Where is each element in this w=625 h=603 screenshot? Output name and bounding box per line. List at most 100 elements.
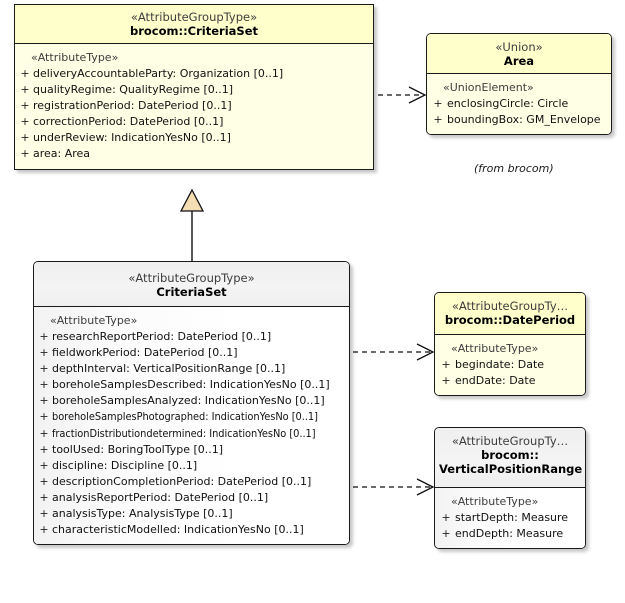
attribute-row: +depthInterval: VerticalPositionRange [0… bbox=[36, 361, 347, 377]
attribute-signature: fractionDistributiondetermined: Indicati… bbox=[52, 426, 316, 440]
compartment-stereotype: «AttributeType» bbox=[31, 51, 119, 64]
attribute-signature: characteristicModelled: IndicationYesNo … bbox=[52, 523, 304, 537]
class-name: brocom::DatePeriod bbox=[444, 313, 576, 328]
attribute-signature: analysisReportPeriod: DatePeriod [0..1] bbox=[52, 490, 269, 504]
attribute-signature: fieldworkPeriod: DatePeriod [0..1] bbox=[52, 346, 238, 360]
class-box-criteriaset[interactable]: «AttributeGroupType» CriteriaSet «Attrib… bbox=[33, 261, 350, 546]
attribute-row: + endDepth: Measure bbox=[437, 526, 583, 542]
attribute-signature: endDepth: Measure bbox=[455, 527, 564, 541]
attribute-visibility: + bbox=[39, 458, 49, 472]
attribute-row: +analysisType: AnalysisType [0..1] bbox=[36, 506, 347, 522]
attribute-visibility: + bbox=[39, 378, 49, 392]
attribute-visibility: + bbox=[39, 442, 49, 456]
attribute-visibility: + bbox=[39, 523, 49, 537]
generalization-criteriaset-to-brocom-criteriaset bbox=[179, 188, 205, 261]
attribute-signature: depthInterval: VerticalPositionRange [0.… bbox=[52, 362, 286, 376]
attribute-compartment: «AttributeType» +researchReportPeriod: D… bbox=[34, 307, 349, 545]
attribute-visibility: + bbox=[441, 374, 451, 388]
attribute-visibility: + bbox=[39, 507, 49, 521]
attribute-row: + startDepth: Measure bbox=[437, 510, 583, 526]
attribute-row: +qualityRegime: QualityRegime [0..1] bbox=[17, 82, 371, 98]
attribute-signature: descriptionCompletionPeriod: DatePeriod … bbox=[52, 474, 312, 488]
attribute-row: +fractionDistributiondetermined: Indicat… bbox=[36, 426, 347, 442]
class-name-line2: VerticalPositionRange bbox=[439, 462, 583, 477]
attribute-compartment: «AttributeType» + startDepth: Measure + end… bbox=[435, 488, 585, 549]
attribute-compartment: «AttributeType» +begindate: Date+endDate… bbox=[435, 335, 585, 396]
attribute-signature: boreholeSamplesAnalyzed: IndicationYesNo… bbox=[52, 394, 325, 408]
attribute-signature: startDepth: Measure bbox=[455, 511, 569, 524]
attribute-row: +fieldworkPeriod: DatePeriod [0..1] bbox=[36, 345, 347, 361]
attribute-row: +analysisReportPeriod: DatePeriod [0..1] bbox=[36, 490, 347, 506]
attribute-row: +toolUsed: BoringToolType [0..1] bbox=[36, 442, 347, 458]
class-stereotype: «AttributeGroupType» bbox=[128, 271, 255, 285]
attribute-signature: discipline: Discipline [0..1] bbox=[52, 458, 198, 472]
attribute-visibility: + bbox=[433, 113, 443, 127]
attribute-list: +deliveryAccountableParty: Organization … bbox=[17, 66, 371, 163]
class-header: «AttributeGroupTy… brocom::DatePeriod bbox=[435, 293, 585, 335]
class-header: «AttributeGroupType» brocom::CriteriaSet bbox=[15, 5, 373, 44]
attribute-row: +boreholeSamplesAnalyzed: IndicationYesN… bbox=[36, 393, 347, 409]
attribute-row: +registrationPeriod: DatePeriod [0..1] bbox=[17, 98, 371, 114]
attribute-signature: underReview: IndicationYesNo [0..1] bbox=[33, 131, 231, 145]
attribute-visibility: + bbox=[20, 83, 30, 97]
attribute-signature: qualityRegime: QualityRegime [0..1] bbox=[33, 83, 234, 97]
attribute-visibility: + bbox=[441, 358, 451, 371]
attribute-row: + boundingBox: GM_Envelope bbox=[429, 112, 609, 128]
attribute-row: +deliveryAccountableParty: Organization … bbox=[17, 66, 371, 82]
class-name: CriteriaSet bbox=[156, 285, 227, 300]
attribute-visibility: + bbox=[20, 67, 30, 80]
attribute-row: + enclosingCircle: Circle bbox=[429, 96, 609, 112]
attribute-row: +characteristicModelled: IndicationYesNo… bbox=[36, 522, 347, 538]
attribute-visibility: + bbox=[20, 99, 30, 113]
attribute-visibility: + bbox=[441, 527, 451, 541]
attribute-visibility: + bbox=[39, 490, 49, 504]
attribute-compartment: «AttributeType» +deliveryAccountablePart… bbox=[15, 44, 373, 169]
open-arrowhead bbox=[416, 478, 435, 496]
attribute-signature: enclosingCircle: Circle bbox=[447, 97, 569, 110]
attribute-visibility: + bbox=[39, 394, 49, 408]
class-stereotype: «Union» bbox=[495, 40, 543, 54]
attribute-visibility: + bbox=[441, 511, 451, 524]
attribute-signature: area: Area bbox=[33, 147, 91, 161]
attribute-visibility: + bbox=[433, 97, 443, 110]
class-box-brocom-criteriaset[interactable]: «AttributeGroupType» brocom::CriteriaSet… bbox=[14, 4, 374, 170]
attribute-list: + startDepth: Measure + endDepth: Measure bbox=[437, 510, 583, 542]
class-stereotype: «AttributeGroupTy… bbox=[451, 434, 569, 448]
attribute-row: +correctionPeriod: DatePeriod [0..1] bbox=[17, 114, 371, 130]
open-arrowhead bbox=[408, 86, 427, 104]
open-arrowhead bbox=[416, 343, 435, 361]
attribute-visibility: + bbox=[39, 474, 49, 488]
class-name-line1: brocom:: bbox=[481, 448, 539, 463]
attribute-signature: endDate: Date bbox=[455, 374, 536, 388]
compartment-stereotype: «AttributeType» bbox=[451, 495, 539, 508]
class-stereotype: «AttributeGroupTy… bbox=[451, 299, 569, 313]
class-header: «AttributeGroupTy… brocom:: VerticalPosi… bbox=[435, 428, 585, 488]
attribute-row: +boreholeSamplesDescribed: IndicationYes… bbox=[36, 377, 347, 393]
attribute-row: +discipline: Discipline [0..1] bbox=[36, 458, 347, 474]
attribute-visibility: + bbox=[39, 330, 49, 343]
attribute-signature: boundingBox: GM_Envelope bbox=[447, 113, 601, 127]
compartment-stereotype: «AttributeType» bbox=[50, 314, 138, 327]
attribute-visibility: + bbox=[20, 147, 30, 161]
attribute-signature: toolUsed: BoringToolType [0..1] bbox=[52, 442, 224, 456]
class-stereotype: «AttributeGroupType» bbox=[130, 10, 258, 24]
attribute-signature: registrationPeriod: DatePeriod [0..1] bbox=[33, 99, 232, 113]
attribute-signature: boreholeSamplesDescribed: IndicationYesN… bbox=[52, 378, 330, 392]
class-header: «Union» Area bbox=[427, 34, 611, 74]
attribute-list: +researchReportPeriod: DatePeriod [0..1]… bbox=[36, 329, 347, 538]
attribute-visibility: + bbox=[39, 410, 49, 424]
class-header: «AttributeGroupType» CriteriaSet bbox=[34, 262, 349, 307]
class-box-dateperiod[interactable]: «AttributeGroupTy… brocom::DatePeriod «A… bbox=[434, 292, 586, 397]
class-box-area[interactable]: «Union» Area «UnionElement» + enclosingCi… bbox=[426, 33, 612, 136]
attribute-row: +area: Area bbox=[17, 146, 371, 162]
attribute-visibility: + bbox=[20, 131, 30, 145]
attribute-signature: correctionPeriod: DatePeriod [0..1] bbox=[33, 115, 224, 129]
attribute-signature: analysisType: AnalysisType [0..1] bbox=[52, 507, 233, 521]
class-box-verticalpositionrange[interactable]: «AttributeGroupTy… brocom:: VerticalPosi… bbox=[434, 427, 586, 550]
attribute-signature: researchReportPeriod: DatePeriod [0..1] bbox=[52, 330, 272, 343]
attribute-row: +begindate: Date bbox=[437, 357, 583, 373]
note-from-brocom: (from brocom) bbox=[474, 162, 554, 175]
attribute-list: +begindate: Date+ endDate: Date bbox=[437, 357, 583, 389]
compartment-stereotype: «UnionElement» bbox=[443, 81, 534, 94]
generalization-triangle bbox=[179, 188, 205, 212]
